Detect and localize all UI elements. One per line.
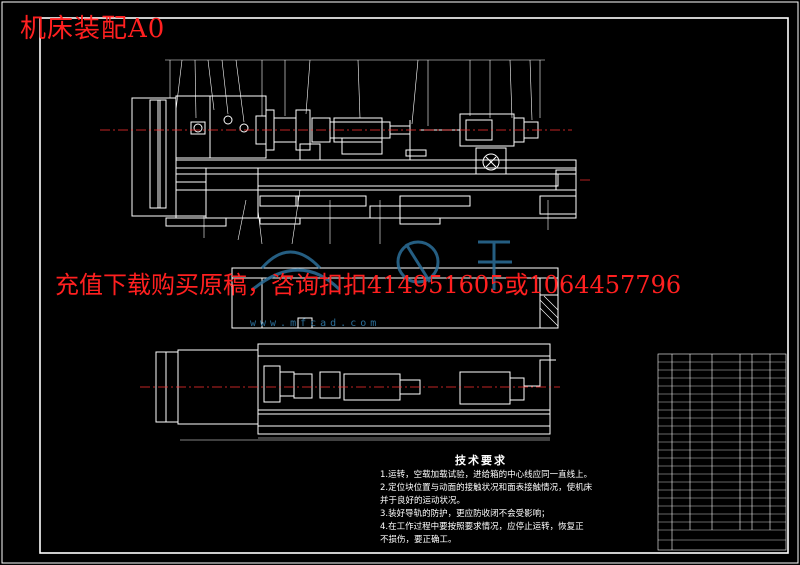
top-view-assembly <box>131 59 577 245</box>
top-view-centerline <box>100 129 590 181</box>
requirement-line: 不损伤，要正确工。 <box>380 535 457 545</box>
plan-view-assembly <box>155 343 556 441</box>
download-notice: 充值下载购买原稿，咨询扣扣414951605或1064457796 <box>55 271 682 299</box>
title-block-rows <box>658 361 786 541</box>
section-view <box>231 267 559 329</box>
title-block <box>657 353 787 551</box>
requirement-line: 4.在工作过程中要按照要求情况，应停止运转，恢复正 <box>380 522 584 532</box>
requirement-line: 并于良好的运动状况。 <box>380 496 466 506</box>
requirement-line: 2.定位块位置与动面的接触状况和面表接触情况，使机床 <box>380 483 593 493</box>
requirements-title: 技术要求 <box>455 454 507 467</box>
drawing-title: 机床装配A0 <box>20 14 166 44</box>
watermark-url: www.mfcad.com <box>250 318 381 329</box>
requirement-line: 1.运转，空载加载试验，进给箱的中心线应同一直线上。 <box>380 470 593 480</box>
watermark-logo <box>251 240 512 292</box>
requirement-line: 3.装好导轨的防护，更应防收闭不会受影响； <box>380 509 550 519</box>
